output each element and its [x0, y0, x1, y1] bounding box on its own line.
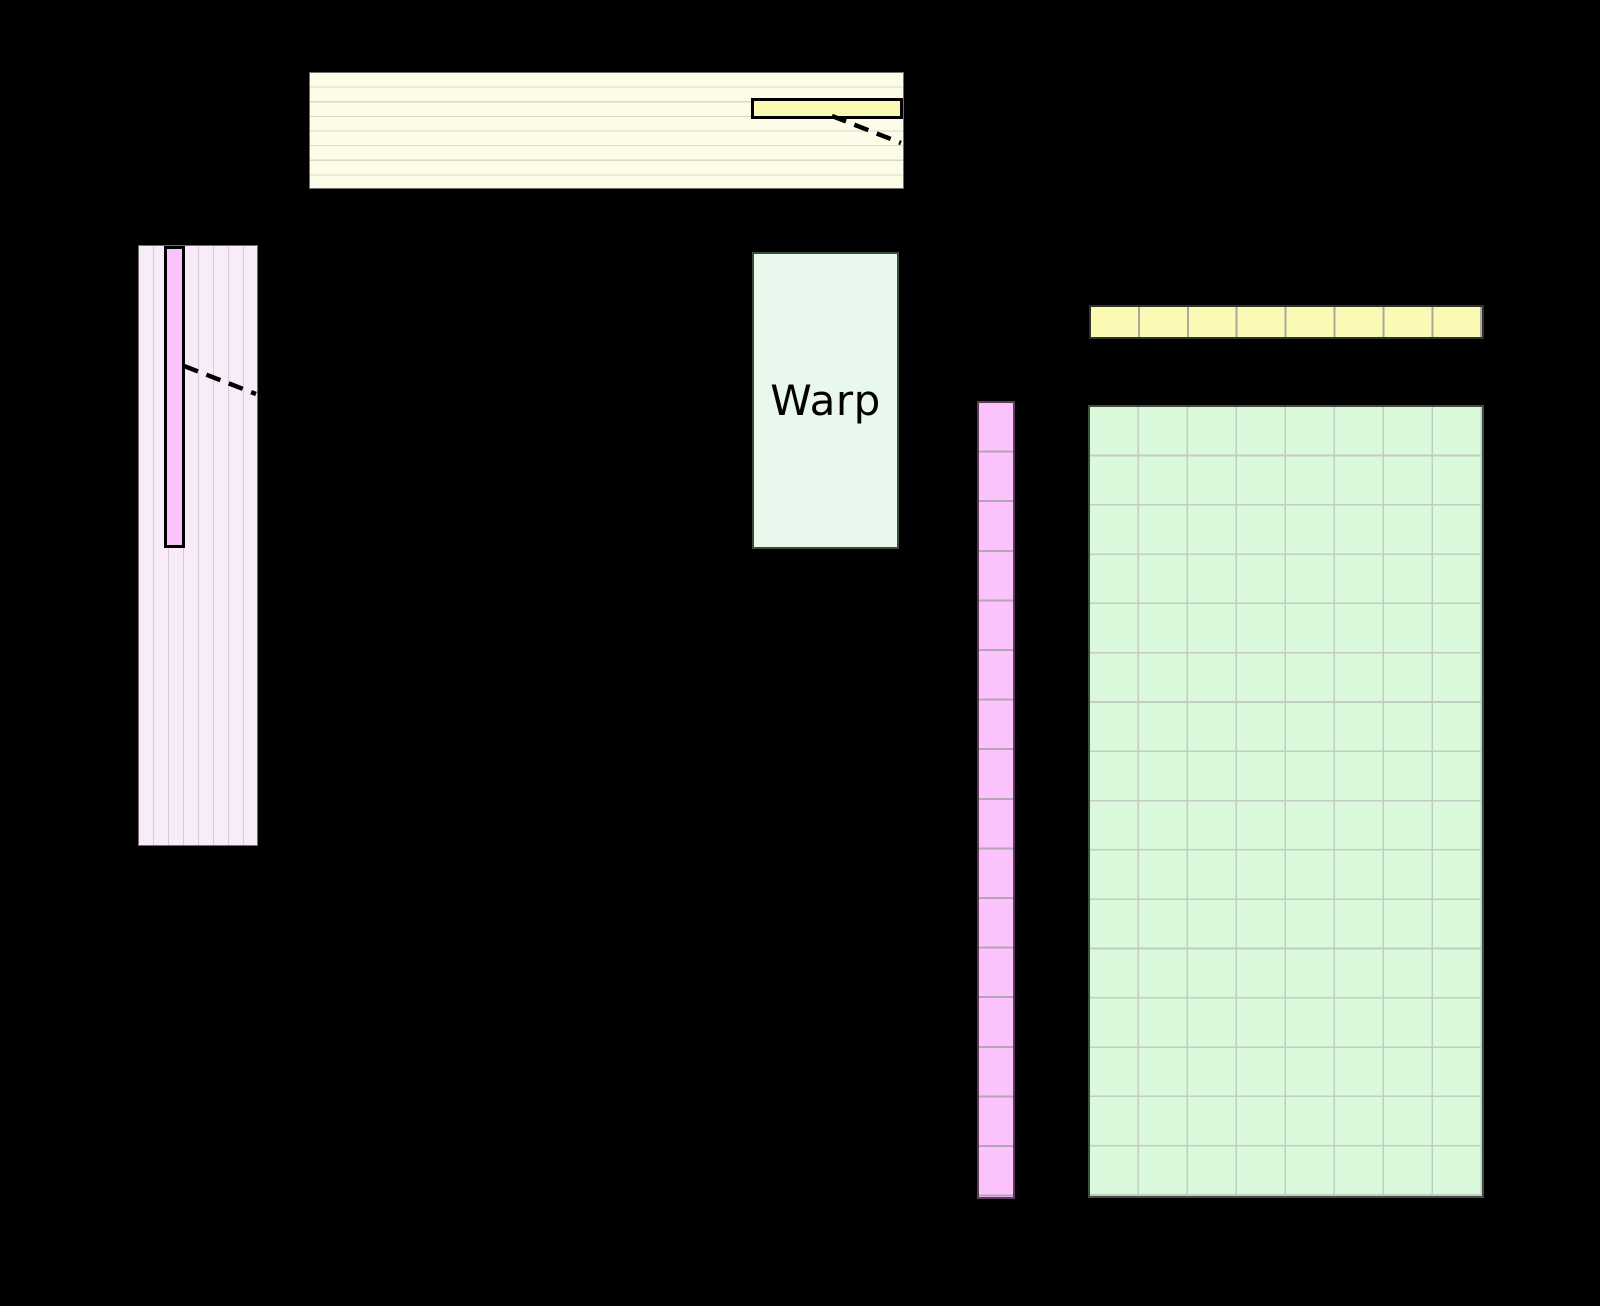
top-fragment-highlight: [751, 98, 903, 119]
left-fragment-highlight: [164, 246, 185, 548]
warp-label: Warp: [770, 376, 881, 425]
warp-box: Warp: [752, 252, 899, 549]
left-striped-panel: [138, 245, 258, 846]
fragment-column-bar: [977, 401, 1015, 1199]
top-striped-panel: [309, 72, 904, 189]
fragment-row-bar: [1089, 305, 1484, 339]
accumulator-grid: [1088, 405, 1484, 1198]
dashed-connector-left: [183, 363, 257, 397]
dashed-connector-top: [831, 113, 902, 146]
